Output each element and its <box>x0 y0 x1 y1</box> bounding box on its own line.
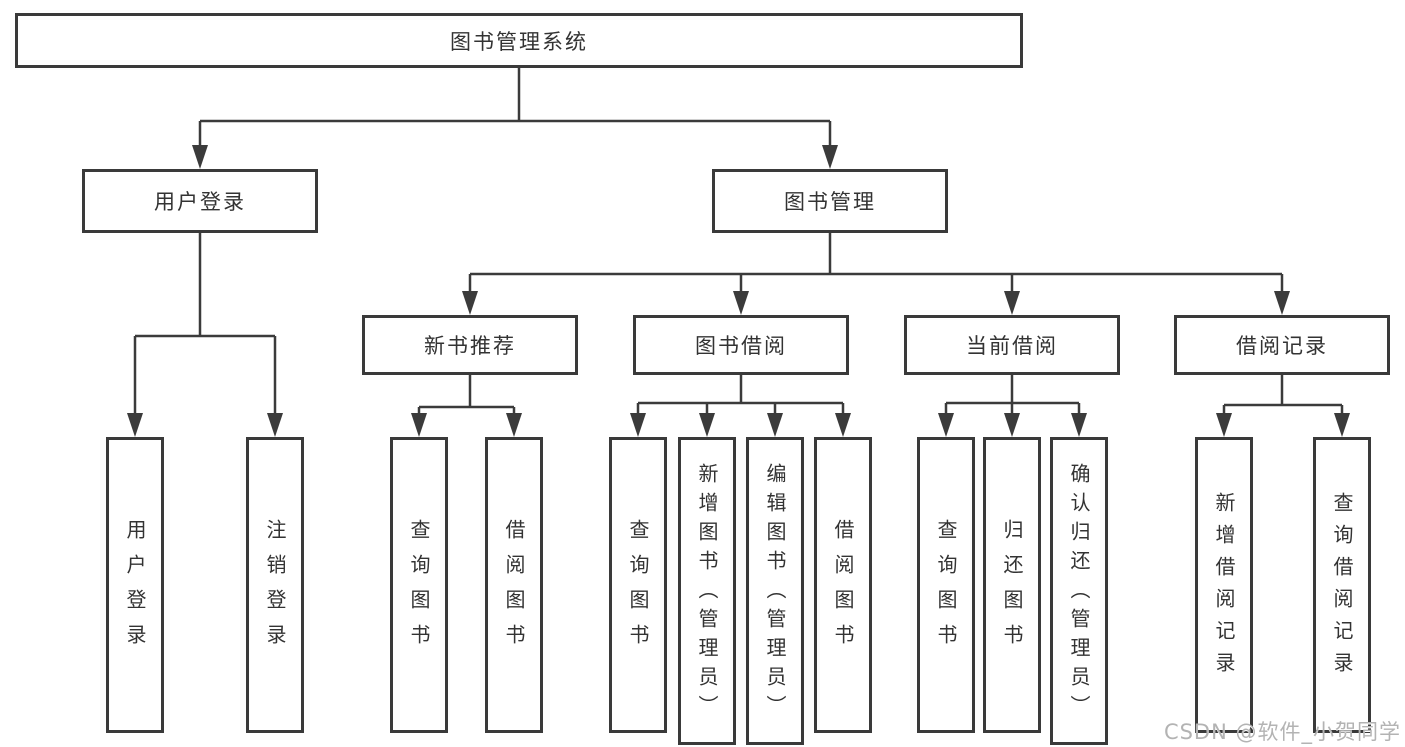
leaf-query-books-current: 查询图书 <box>917 437 975 733</box>
leaf-edit-book-admin: 编辑图书（管理员） <box>746 437 804 745</box>
leaf-user-login: 用户登录 <box>106 437 164 733</box>
leaf-borrow-books: 借阅图书 <box>814 437 872 733</box>
leaf-add-book-admin: 新增图书（管理员） <box>678 437 736 745</box>
node-borrow-records: 借阅记录 <box>1174 315 1390 375</box>
leaf-confirm-return-admin: 确认归还（管理员） <box>1050 437 1108 745</box>
node-book-borrow: 图书借阅 <box>633 315 849 375</box>
leaf-query-books-borrow: 查询图书 <box>609 437 667 733</box>
arrowheads <box>127 145 1350 437</box>
node-book-management: 图书管理 <box>712 169 948 233</box>
csdn-watermark: CSDN @软件_小贺同学 <box>1163 720 1401 744</box>
leaf-query-books-recommend: 查询图书 <box>390 437 448 733</box>
leaf-query-borrow-record: 查询借阅记录 <box>1313 437 1371 733</box>
node-current-borrow: 当前借阅 <box>904 315 1120 375</box>
node-user-login: 用户登录 <box>82 169 318 233</box>
node-new-book-recommend: 新书推荐 <box>362 315 578 375</box>
leaf-borrow-books-recommend: 借阅图书 <box>485 437 543 733</box>
leaf-return-book: 归还图书 <box>983 437 1041 733</box>
leaf-add-borrow-record: 新增借阅记录 <box>1195 437 1253 733</box>
leaf-logout: 注销登录 <box>246 437 304 733</box>
node-root-system: 图书管理系统 <box>15 13 1023 68</box>
